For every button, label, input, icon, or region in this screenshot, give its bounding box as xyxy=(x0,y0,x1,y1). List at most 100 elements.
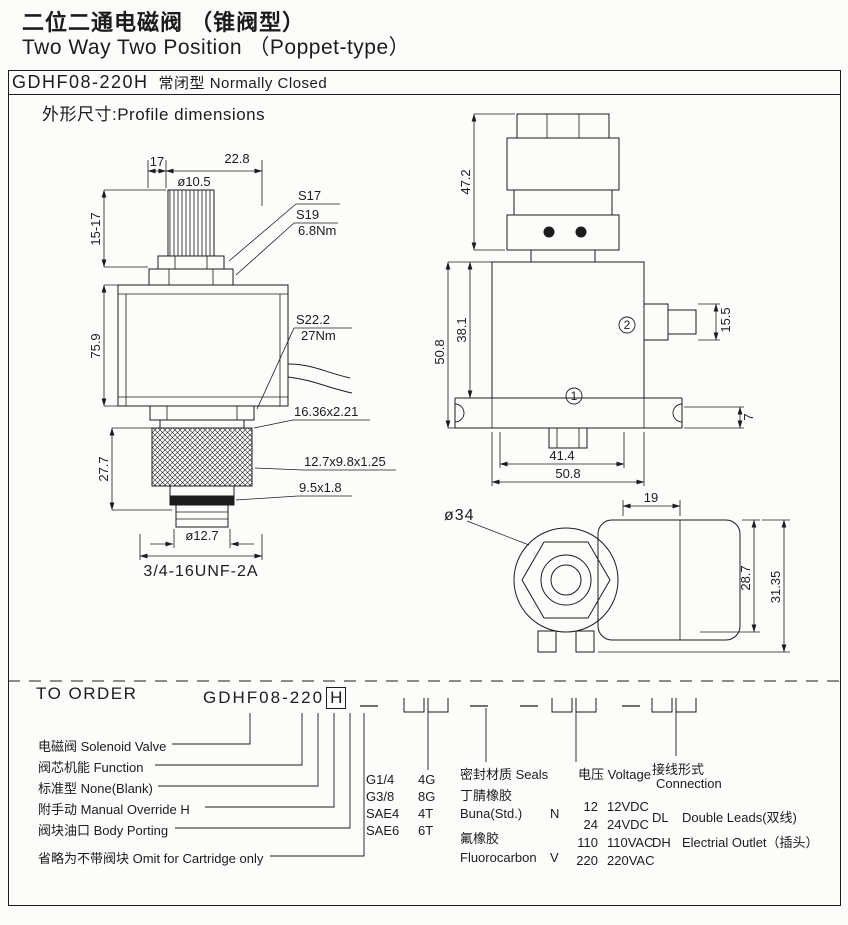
dim-38-1: 38.1 xyxy=(454,317,469,342)
seal-name-en: Buna(Std.) xyxy=(460,806,523,821)
connector-terminals xyxy=(516,113,610,139)
front-view-linework xyxy=(445,113,744,486)
dim-oring-9-5: 9.5x1.8 xyxy=(299,480,342,495)
order-label-body-porting: 阀块油口 Body Porting xyxy=(38,823,169,838)
seal-name-en: Fluorocarbon xyxy=(460,850,537,865)
dim-27-7: 27.7 xyxy=(96,456,111,481)
dim-oring-12-7: 12.7x9.8x1.25 xyxy=(304,454,386,469)
dim-47-2: 47.2 xyxy=(458,169,473,194)
dim-17: 17 xyxy=(150,154,164,169)
dim-41-4: 41.4 xyxy=(549,448,574,463)
callout-2: 2 xyxy=(624,318,631,332)
connection-code: DH xyxy=(652,835,671,850)
label-s19: S19 xyxy=(296,207,319,222)
order-slot-connection xyxy=(651,698,697,713)
top-view-linework xyxy=(466,500,790,653)
voltage-desc: 24VDC xyxy=(607,817,649,832)
connection-desc: Electrial Outlet（插头） xyxy=(682,835,819,850)
dim-19: 19 xyxy=(644,490,658,505)
lead-wires xyxy=(287,363,353,394)
callout-circle-1 xyxy=(565,387,583,405)
voltage-code: 110 xyxy=(577,835,598,850)
seal-name-cn: 氟橡胶 xyxy=(460,831,500,846)
page-border-lines xyxy=(8,70,841,906)
voltage-code: 12 xyxy=(583,799,598,814)
hex-nut-top xyxy=(521,541,611,619)
porting-code: 8G xyxy=(418,789,436,804)
page-title-chinese: 二位二通电磁阀 （锥阀型） xyxy=(22,10,306,35)
seal-name-cn: 丁腈橡胶 xyxy=(460,788,513,803)
order-label-manual-override: 附手动 Manual Override H xyxy=(38,802,190,817)
connection-header-en: Connection xyxy=(656,776,722,791)
bottom-nub xyxy=(548,427,588,449)
voltage-desc: 110VAC xyxy=(607,835,654,850)
dim-15-17: 15-17 xyxy=(88,212,103,245)
label-s17: S17 xyxy=(298,188,321,203)
coil-nut xyxy=(149,405,255,421)
label-6-8nm: 6.8Nm xyxy=(298,223,336,238)
thread-spec: 3/4-16UNF-2A xyxy=(143,563,258,580)
dim-15-5: 15.5 xyxy=(718,307,733,332)
dim-oring-16-36: 16.36x2.21 xyxy=(294,404,358,419)
order-slot-voltage xyxy=(551,698,597,713)
cartridge-hex xyxy=(151,427,253,487)
connection-row: DH Electrial Outlet（插头） xyxy=(652,832,819,851)
voltage-desc: 220VAC xyxy=(607,853,655,868)
order-code-linework xyxy=(155,698,697,857)
nut-s19 xyxy=(148,268,234,286)
connection-header-cn: 接线形式 xyxy=(652,762,705,777)
dim-tip-diameter: ø12.7 xyxy=(185,528,218,543)
profile-section-title: 外形尺寸:Profile dimensions xyxy=(42,105,266,124)
order-label-function: 阀芯机能 Function xyxy=(38,760,144,775)
din-connector-body xyxy=(506,137,620,191)
connection-code: DL xyxy=(652,810,669,825)
solenoid-coil xyxy=(117,284,289,407)
order-section-title: TO ORDER xyxy=(36,684,138,703)
dim-34-diameter: ø34 xyxy=(444,507,475,524)
order-model-h: H xyxy=(326,687,347,709)
model-type-label: 常闭型 Normally Closed xyxy=(158,75,328,92)
seal-row: Buna(Std.) N xyxy=(460,806,559,821)
dimension-labels: 17 22.8 ø10.5 S17 S19 6.8Nm 15-17 S22.2 … xyxy=(88,151,783,603)
dim-50-8-horizontal: 50.8 xyxy=(555,466,580,481)
porting-size: SAE6 xyxy=(366,823,400,838)
model-line: GDHF08-220H 常闭型 Normally Closed xyxy=(12,72,327,93)
porting-row: G1/4 4G xyxy=(366,772,435,787)
model-number: GDHF08-220H xyxy=(12,72,149,92)
order-label-standard: 标准型 None(Blank) xyxy=(38,781,153,796)
seal-code: V xyxy=(550,850,559,865)
side-port xyxy=(643,303,669,341)
callout-1: 1 xyxy=(571,389,578,403)
voltage-row: 110 110VAC xyxy=(570,835,654,850)
porting-size: SAE4 xyxy=(366,806,400,821)
coil-top-view xyxy=(597,519,741,641)
dim-stem-diameter: ø10.5 xyxy=(177,174,210,189)
cartridge-tip xyxy=(175,504,229,528)
page-title-english: Two Way Two Position （Poppet-type） xyxy=(22,36,411,59)
dim-22-8: 22.8 xyxy=(224,151,249,166)
coil-end-circle xyxy=(513,527,619,633)
porting-size: G1/4 xyxy=(366,772,395,787)
o-ring xyxy=(169,495,235,506)
mounting-notches xyxy=(454,403,683,423)
label-s22-2: S22.2 xyxy=(296,312,330,327)
order-slot-porting xyxy=(403,698,449,713)
voltage-code: 24 xyxy=(583,817,598,832)
seal-code: N xyxy=(550,806,560,821)
side-view-linework xyxy=(101,160,396,560)
connection-row: DL Double Leads(双线) xyxy=(652,807,797,826)
callout-circle-2 xyxy=(618,316,636,334)
connection-desc: Double Leads(双线) xyxy=(682,810,797,825)
adjust-stem xyxy=(167,189,215,257)
porting-code: 4G xyxy=(418,772,436,787)
nut-s17 xyxy=(157,255,225,270)
voltage-row: 24 24VDC xyxy=(570,817,649,832)
voltage-header: 电压 Voltage xyxy=(578,767,651,782)
dim-31-35: 31.35 xyxy=(768,571,783,604)
